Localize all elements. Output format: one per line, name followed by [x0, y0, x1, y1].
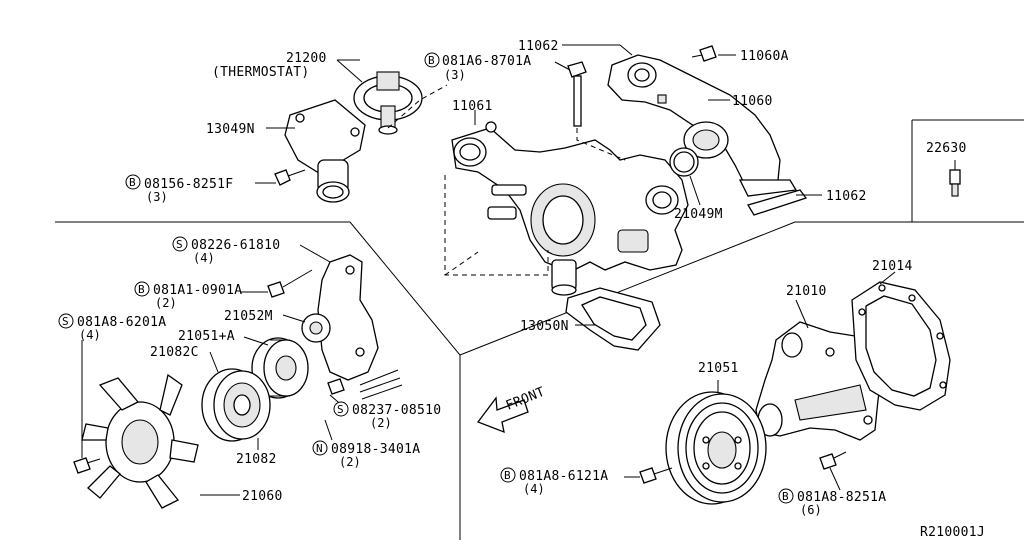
thermostat-cover-part: [284, 99, 366, 203]
fan-blade-part: [81, 373, 199, 509]
label-11062-top: 11062: [518, 39, 559, 54]
label-22630: 22630: [926, 141, 967, 156]
gasket-13050n-part: [565, 287, 661, 351]
bolt-symbol-8251f: B: [125, 174, 141, 190]
gasket-11062-part: [747, 189, 808, 216]
water-pump-part: [755, 321, 886, 441]
label-thermostat-name: (THERMOSTAT): [212, 65, 310, 80]
label-bolt-8701a: 081A6-8701A: [442, 54, 531, 69]
symbol-b-0901a: B: [138, 283, 145, 296]
label-13049n: 13049N: [206, 122, 255, 137]
studs-08510-part: [327, 369, 403, 400]
label-21051: 21051: [698, 361, 739, 376]
bolt-symbol-6121a: B: [500, 467, 516, 483]
bolt-symbol-0901a: B: [134, 281, 150, 297]
label-bolt-8251f: 08156-8251F: [144, 177, 233, 192]
sensor-22630-part: [949, 169, 961, 197]
label-21049m: 21049M: [674, 207, 723, 222]
label-bolt-8251f-qty: (3): [146, 190, 168, 204]
label-bolt-0901a: 081A1-0901A: [153, 283, 242, 298]
label-21010: 21010: [786, 284, 827, 299]
label-21082: 21082: [236, 452, 277, 467]
gasket-21014-part: [851, 281, 951, 411]
thermostat-part: [353, 71, 423, 135]
label-21014: 21014: [872, 259, 913, 274]
water-pipe-part: [607, 54, 798, 197]
bolt-symbol-8251a: B: [778, 488, 794, 504]
label-bolt-8701a-qty: (3): [444, 68, 466, 82]
label-bolt-8251a-qty: (6): [800, 503, 822, 517]
front-arrow: [476, 396, 529, 434]
label-21051a: 21051+A: [178, 329, 235, 344]
label-bolt-6121a: 081A8-6121A: [519, 469, 608, 484]
label-bolt-6121a-qty: (4): [523, 482, 545, 496]
label-screw-08510-qty: (2): [370, 416, 392, 430]
label-21082c: 21082C: [150, 345, 199, 360]
fan-clutch-part: [201, 368, 271, 442]
label-bolt-8251a: 081A8-8251A: [797, 490, 886, 505]
screw-symbol-61810: S: [172, 236, 188, 252]
label-21060: 21060: [242, 489, 283, 504]
symbol-s-08510: S: [337, 403, 344, 416]
bolt-8251f-part: [274, 169, 306, 186]
bolt-0901a-part: [267, 269, 313, 298]
bolt-6121a-part: [639, 467, 673, 484]
symbol-b-8251a: B: [782, 490, 789, 503]
water-outlet-housing-part: [451, 121, 689, 296]
label-11062-low: 11062: [826, 189, 867, 204]
label-thermostat-num: 21200: [286, 51, 327, 66]
label-21052m: 21052M: [224, 309, 273, 324]
bracket-21052m-part: [301, 254, 379, 381]
bolt-symbol-8701a: B: [424, 52, 440, 68]
gasket-21049m-part: [669, 147, 699, 177]
screw-6201a-part: [73, 457, 101, 474]
label-screw-61810: 08226-61810: [191, 238, 280, 253]
label-13050n: 13050N: [520, 319, 569, 334]
label-nut-3401a-qty: (2): [339, 455, 361, 469]
fan-pulley-part: [251, 337, 309, 399]
nut-symbol-3401a: N: [312, 440, 328, 456]
screw-symbol-08510: S: [333, 401, 349, 417]
bolt-8251a-part: [819, 451, 847, 470]
screw-symbol-6201a: S: [58, 313, 74, 329]
symbol-n-3401a: N: [316, 442, 323, 455]
symbol-b-8701a: B: [428, 54, 435, 67]
pump-pulley-part: [665, 391, 767, 505]
label-screw-61810-qty: (4): [193, 251, 215, 265]
label-nut-3401a: 08918-3401A: [331, 442, 420, 457]
label-bolt-0901a-qty: (2): [155, 296, 177, 310]
bolt-8701a-part: [567, 61, 587, 127]
label-screw-08510: 08237-08510: [352, 403, 441, 418]
label-screw-6201a: 081A8-6201A: [77, 315, 166, 330]
symbol-b-8251f: B: [129, 176, 136, 189]
label-11060: 11060: [732, 94, 773, 109]
symbol-s-6201a: S: [62, 315, 69, 328]
label-11061: 11061: [452, 99, 493, 114]
bolt-11060a-part: [691, 45, 717, 62]
symbol-s-61810: S: [176, 238, 183, 251]
label-11060a: 11060A: [740, 49, 789, 64]
label-screw-6201a-qty: (4): [79, 328, 101, 342]
diagram-id: R210001J: [920, 525, 985, 540]
symbol-b-6121a: B: [504, 469, 511, 482]
